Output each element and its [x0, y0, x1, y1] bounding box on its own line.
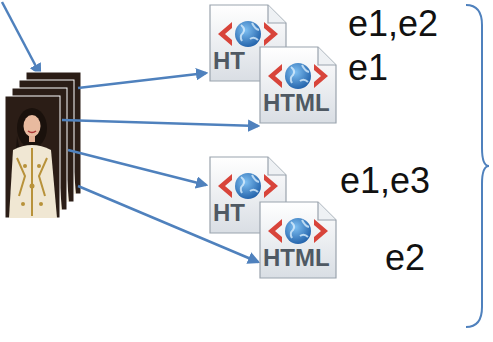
- icon-label: HT: [213, 201, 245, 225]
- entity-label: e2: [385, 240, 425, 276]
- html-document: HTMLe1: [258, 45, 338, 125]
- entity-label: e1,e3: [340, 163, 430, 199]
- curly-bracket: [466, 5, 489, 327]
- photo-arrow: [62, 120, 258, 126]
- entity-label: e1,e2: [348, 6, 438, 42]
- photo-arrow: [78, 73, 206, 88]
- entity-label: e1: [348, 50, 388, 86]
- icon-label: HTML: [263, 91, 330, 115]
- html-document: HTMLe2: [258, 200, 338, 280]
- icon-label: HTML: [263, 246, 330, 270]
- photo-arrow: [68, 150, 206, 185]
- photo-stack: [5, 72, 81, 218]
- icon-label: HT: [213, 49, 245, 73]
- incoming-arrow: [2, 2, 40, 74]
